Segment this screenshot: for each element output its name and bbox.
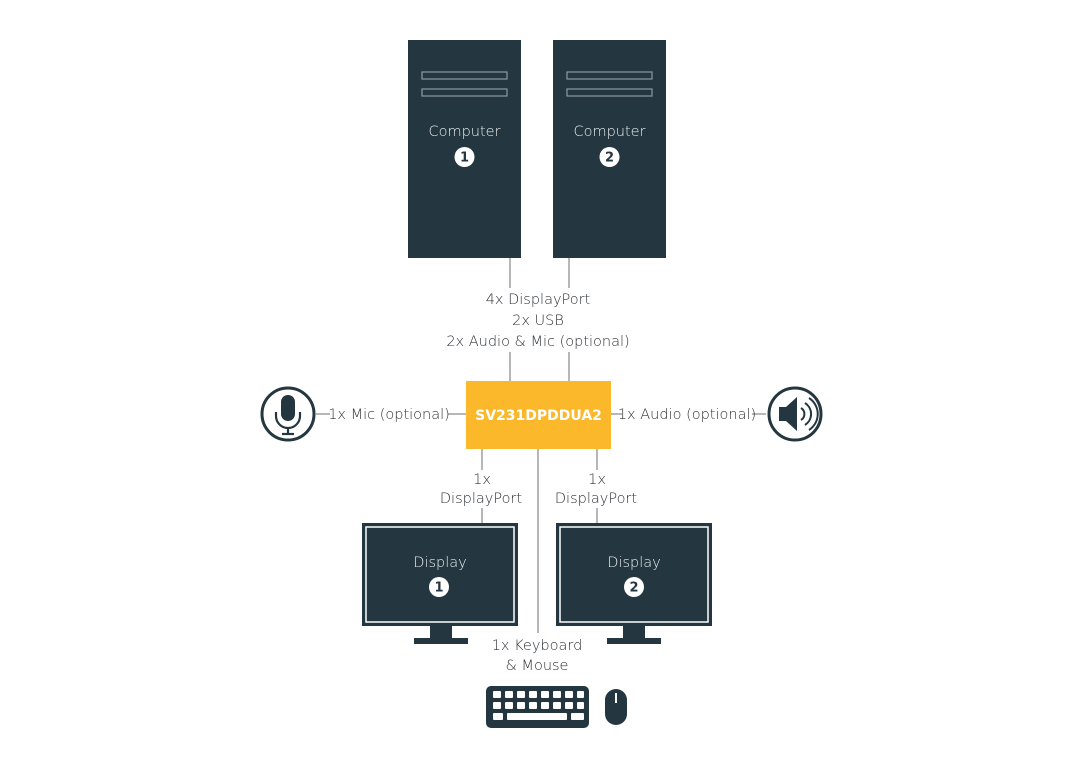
computer-2-number: 2 — [605, 151, 614, 166]
display-2: Display 2 — [556, 523, 712, 644]
display-2-link-line-1: 1x — [588, 472, 606, 488]
display-1-screen — [362, 523, 518, 626]
display-1-stand-base — [414, 638, 468, 644]
speaker-icon — [767, 386, 823, 442]
display-2-screen — [556, 523, 712, 626]
computer-1-label: Computer — [428, 124, 500, 140]
kvm-switch: SV231DPDDUA2 — [466, 381, 611, 449]
keyboard-link-labels: 1x Keyboard & Mouse — [482, 633, 594, 675]
display-2-label: Display — [607, 555, 660, 571]
display-1-stand-neck — [430, 626, 452, 638]
display-1: Display 1 — [362, 523, 518, 644]
keyboard-label-backdrop — [482, 633, 594, 675]
computer-1-number: 1 — [460, 151, 469, 166]
computer-link-line-3: 2x Audio & Mic (optional) — [446, 334, 629, 350]
computer-link-labels: 4x DisplayPort 2x USB 2x Audio & Mic (op… — [446, 292, 629, 350]
computer-2: Computer 2 — [553, 40, 666, 258]
display-2-number-badge — [624, 577, 644, 597]
audio-label: 1x Audio (optional) — [618, 407, 756, 423]
display-1-number: 1 — [434, 581, 443, 596]
computer-1-drive-bay-1 — [421, 71, 508, 80]
computer-2-number-badge — [599, 147, 620, 167]
computer-link-line-1: 4x DisplayPort — [486, 292, 591, 308]
display-2-stand-base — [607, 638, 661, 644]
display-2-bezel-inner — [559, 526, 709, 623]
display-2-stand-neck — [623, 626, 645, 638]
microphone: 1x Mic (optional) — [260, 386, 450, 442]
keyboard-link-line-2: & Mouse — [506, 658, 569, 674]
computer-2-drive-bay-1 — [566, 71, 653, 80]
microphone-icon — [260, 386, 316, 442]
computer-2-drive-bay-2 — [566, 88, 653, 97]
computer-2-label: Computer — [573, 124, 645, 140]
display-1-link-line-2: DisplayPort — [440, 491, 523, 507]
display-1-number-badge — [429, 577, 449, 597]
mouse-icon — [605, 689, 627, 725]
keyboard-link-line-1: 1x Keyboard — [492, 638, 583, 654]
display-2-link-line-2: DisplayPort — [555, 491, 638, 507]
display-1-link-line-1: 1x — [473, 472, 491, 488]
mic-label: 1x Mic (optional) — [328, 407, 450, 423]
connection-wires — [316, 258, 766, 634]
computer-1: Computer 1 — [408, 40, 521, 258]
kvm-switch-label: SV231DPDDUA2 — [475, 408, 602, 424]
computer-1-number-badge — [454, 147, 475, 167]
kvm-switch-box — [466, 381, 611, 449]
display-2-number: 2 — [629, 581, 638, 596]
computer-link-line-2: 2x USB — [512, 313, 564, 329]
speaker: 1x Audio (optional) — [618, 386, 823, 442]
computer-1-drive-bay-2 — [421, 88, 508, 97]
display-1-label: Display — [413, 555, 466, 571]
keyboard-icon — [486, 686, 589, 728]
display-link-labels: 1x DisplayPort 1x DisplayPort — [440, 472, 638, 507]
display-1-bezel-inner — [365, 526, 515, 623]
